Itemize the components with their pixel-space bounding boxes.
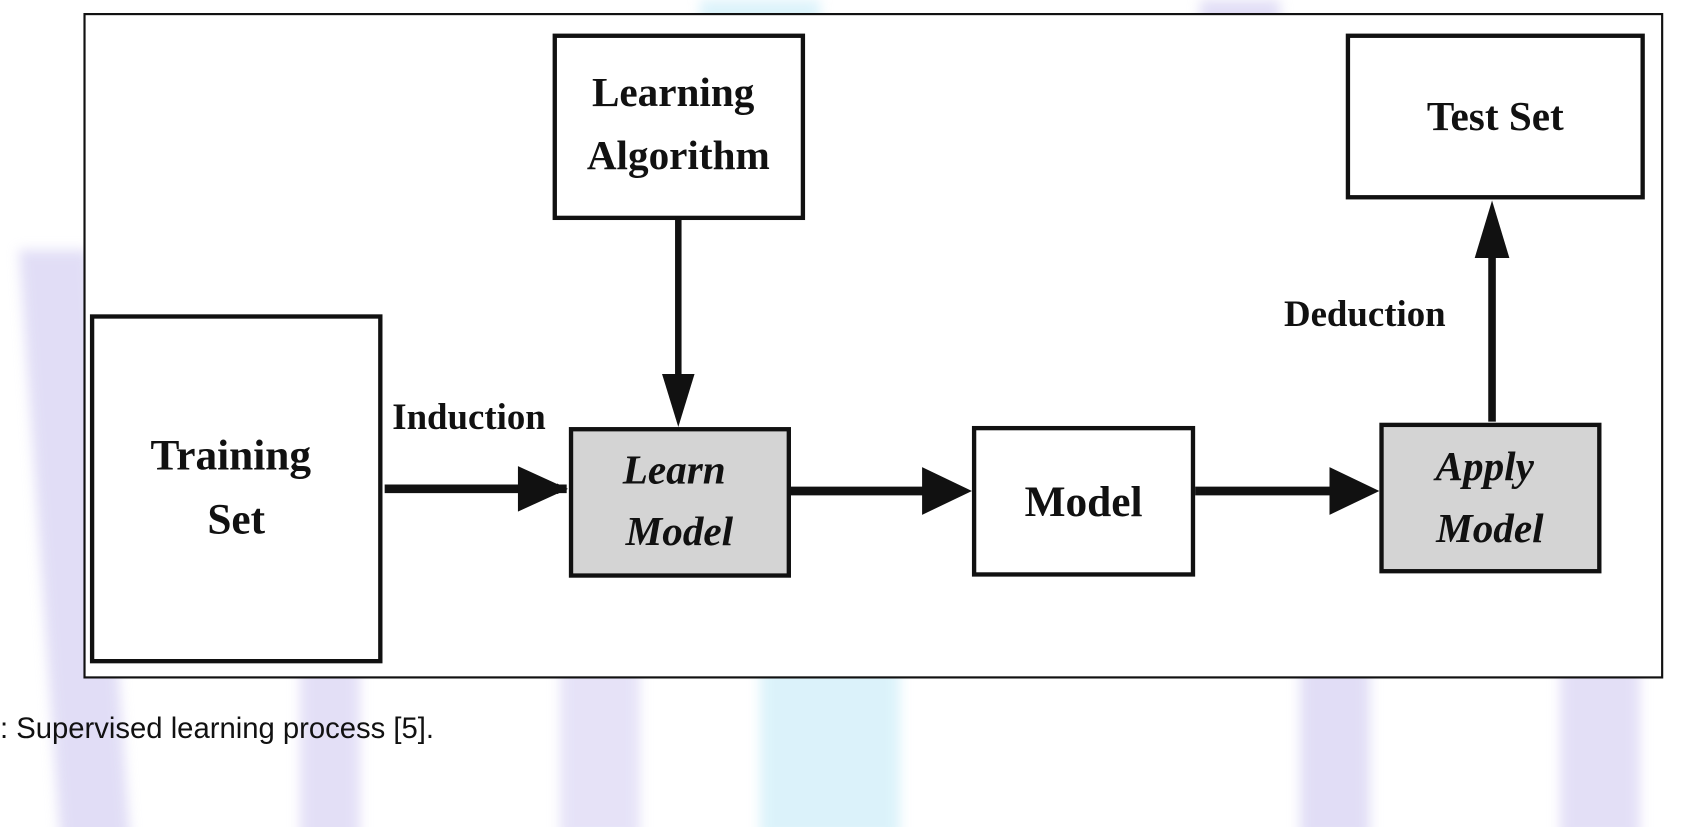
apply-model-label-1: Apply — [1433, 443, 1535, 489]
arrowhead-training — [517, 466, 568, 512]
training-set-label-1: Training — [151, 431, 312, 479]
deduction-label: Deduction — [1284, 293, 1446, 334]
training-set-label-2: Set — [207, 495, 265, 543]
svg-text:Learn Model: Learn Model — [622, 446, 736, 554]
training-set-box — [89, 314, 383, 664]
model-label: Model — [1025, 478, 1143, 526]
learn-model-box — [568, 427, 791, 578]
arrowhead-model — [922, 467, 972, 515]
figure-caption: : Supervised learning process [5]. — [0, 713, 434, 745]
svg-text:Training Set: Training Set — [151, 431, 322, 543]
learn-model-label-1: Learn — [622, 446, 726, 492]
induction-label: Induction — [392, 396, 546, 437]
learning-algorithm-box — [552, 33, 806, 221]
apply-model-box — [1379, 422, 1602, 574]
svg-text:Apply Model: Apply Model — [1433, 443, 1545, 551]
learn-model-label-2: Model — [625, 508, 734, 554]
svg-text:Learning Algorithm: Learning Algorithm — [587, 69, 770, 178]
test-set-label: Test Set — [1427, 93, 1564, 139]
apply-model-label-2: Model — [1435, 505, 1544, 551]
test-set-box — [1345, 33, 1645, 200]
model-box — [971, 425, 1196, 577]
learning-algorithm-label-2: Algorithm — [587, 132, 770, 178]
learning-algorithm-label-1: Learning — [592, 69, 755, 115]
arrowhead-apply — [1329, 467, 1380, 515]
arrowhead-learn — [662, 373, 695, 428]
arrowhead-test — [1474, 200, 1510, 258]
